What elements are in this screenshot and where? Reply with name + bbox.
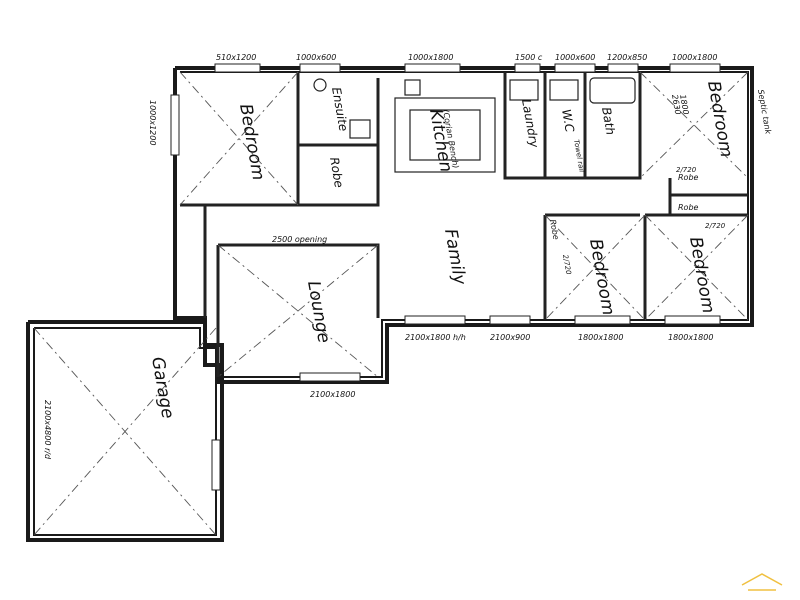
dim-top-5: 1000x600 [555,53,595,62]
label-lounge: Lounge [303,279,334,344]
label-bath: Bath [599,106,618,136]
dim-door-3: 2/720 [561,254,572,276]
watermark-logo [741,573,783,591]
label-family: Family [440,227,470,287]
label-bedroom-s2: Bedroom [685,235,718,315]
ceiling-diagonals [33,71,749,536]
dim-door-2: 2/720 [705,222,726,230]
fixtures [313,77,636,139]
label-bedroom-ne: Bedroom [703,79,736,159]
dimension-labels: 510x1200 1000x600 1000x1800 1500 c 1000x… [43,53,773,460]
dim-top-7: 1000x1800 [672,53,717,62]
dim-top-1: 510x1200 [216,53,256,62]
label-laundry: Laundry [519,98,541,149]
label-ensuite: Ensuite [329,86,351,132]
dim-top-2: 1000x600 [296,53,336,62]
dim-door-1: 2/720 [676,166,697,174]
dim-top-3: 1000x1800 [408,53,453,62]
dim-lounge-bottom: 2100x1800 [310,390,355,399]
label-wc: W.C [559,108,577,134]
label-robe-1: Robe [548,219,560,241]
label-robe-ensuite: Robe [327,156,346,189]
label-robe-2: Robe [678,173,699,182]
dim-top-6: 1200x850 [607,53,647,62]
dim-bedroom-ne-size2: 2630 [670,94,682,116]
label-bedroom-s1: Bedroom [585,237,618,317]
label-garage: Garage [147,355,178,420]
dim-bottom-3: 1800x1800 [578,333,623,342]
dim-top-4: 1500 c [515,53,543,62]
dim-garage-door: 2100x4800 r/d [43,400,52,460]
exterior-walls [26,66,754,542]
dim-bottom-2: 2100x900 [490,333,530,342]
dim-bottom-4: 1800x1800 [668,333,713,342]
dim-septic: Septic tank [756,89,773,135]
dim-bottom-1: 2100x1800 h/h [405,333,466,342]
interior-walls [180,72,748,377]
label-bedroom-nw: Bedroom [235,102,268,182]
dim-left-1: 1000x1200 [148,100,157,145]
dim-bedroom-ne-size: 1800 [678,94,690,116]
room-labels: Bedroom Ensuite Robe Kitchen (Corian Ben… [147,79,736,420]
windows [170,63,721,491]
label-robe-3: Robe [678,203,699,212]
dim-opening: 2500 opening [272,235,327,244]
